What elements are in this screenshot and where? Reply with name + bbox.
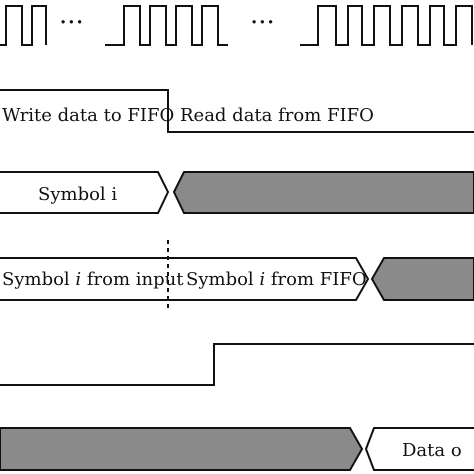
symbol-i-invalid-region [172, 171, 474, 214]
phase-write-label: Write data to FIFO [2, 105, 174, 126]
data-lane-box [364, 427, 474, 471]
clock-signal [0, 5, 473, 46]
phase-read-label: Read data from FIFO [180, 105, 374, 126]
control-step-signal [0, 343, 474, 386]
symbol-from-input-label: Symbol i from input [2, 269, 184, 290]
clock-waveform-middle [105, 5, 228, 46]
symbol-i-box [0, 171, 170, 214]
symbol-from-fifo-label: Symbol i from FIFO [186, 269, 367, 290]
data-output-label: Data o [402, 440, 462, 461]
clock-waveform-left [0, 5, 47, 46]
data-lane-invalid-region [0, 427, 364, 471]
clock-ellipsis-1: ··· [59, 8, 84, 38]
output-lane-invalid-region [370, 257, 474, 301]
phase-signal-line [0, 89, 474, 133]
clock-waveform-right [300, 5, 473, 46]
output-lane-box [0, 257, 370, 301]
clock-ellipsis-2: ··· [250, 8, 275, 38]
symbol-i-label: Symbol i [38, 184, 117, 205]
